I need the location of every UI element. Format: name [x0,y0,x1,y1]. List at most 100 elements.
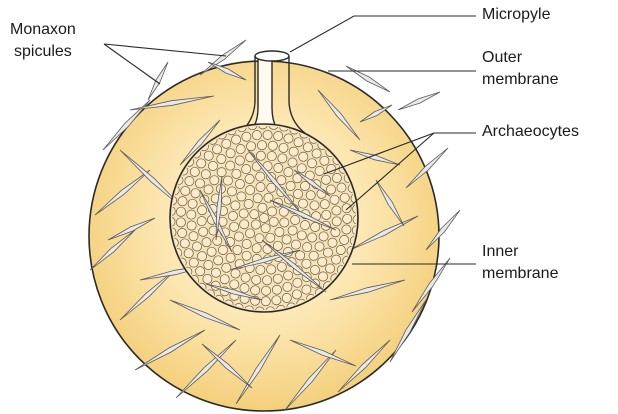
archaeocyte-cell [303,243,312,252]
archaeocyte-cell [256,265,265,274]
label-monaxon-line1: Monaxon [10,19,76,41]
archaeocyte-cell [283,282,292,291]
archaeocyte-cell [242,165,251,174]
archaeocyte-cell [226,149,235,158]
archaeocyte-cell [272,285,281,294]
label-micropyle: Micropyle [482,4,550,26]
archaeocyte-cell [213,236,222,245]
archaeocyte-cell [198,206,207,215]
archaeocyte-cell [297,164,306,173]
label-outer-membrane: Outer membrane [482,47,558,91]
archaeocyte-cell [261,286,270,295]
archaeocyte-cell [274,131,283,140]
archaeocyte-cell [246,186,255,195]
archaeocyte-cell [235,179,244,188]
leader-monaxon-2 [104,44,160,84]
archaeocyte-cell [272,296,281,305]
leader-monaxon-1 [104,44,226,56]
archaeocyte-cell [178,228,187,237]
archaeocyte-cell [277,262,286,271]
archaeocyte-cell [187,210,196,219]
archaeocyte-cell [218,245,227,254]
archaeocyte-cell [189,232,198,241]
archaeocyte-cell [251,286,260,295]
archaeocyte-cell [256,182,265,191]
archaeocyte-cell [318,257,327,266]
archaeocyte-cell [312,149,321,158]
archaeocyte-cell [307,159,316,168]
archaeocyte-cell [202,238,211,247]
archaeocyte-cell [298,199,307,208]
archaeocyte-cell [217,154,226,163]
archaeocyte-cell [256,172,265,181]
archaeocyte-cell [244,199,253,208]
archaeocyte-cell [331,228,340,237]
archaeocyte-cell [252,275,261,284]
archaeocyte-cell [178,197,187,206]
archaeocyte-cell [328,238,337,247]
archaeocyte-cell [289,147,298,156]
archaeocyte-cell [210,176,219,185]
archaeocyte-cell [204,185,213,194]
archaeocyte-cell [232,135,241,144]
archaeocyte-cell [286,181,295,190]
archaeocyte-cell [226,161,235,170]
archaeocyte-cell [240,284,249,293]
archaeocyte-cell [315,166,324,175]
archaeocyte-cell [245,229,254,238]
archaeocyte-cell [292,290,301,299]
archaeocyte-cell [320,156,329,165]
archaeocyte-cell [231,269,240,278]
archaeocyte-cell [310,201,319,210]
archaeocyte-cell [319,272,328,281]
archaeocyte-cell [311,222,320,231]
archaeocyte-cell [319,232,328,241]
archaeocyte-cell [241,273,250,282]
archaeocyte-cell [268,207,277,216]
archaeocyte-cell [230,280,239,289]
archaeocyte-cell [222,196,231,205]
archaeocyte-cell [323,248,332,257]
archaeocyte-cell [299,152,308,161]
label-inner-membrane: Inner membrane [482,241,558,285]
archaeocyte-cell [197,159,206,168]
archaeocyte-cell [275,227,284,236]
archaeocyte-cell [337,183,346,192]
label-micropyle-text: Micropyle [482,4,550,26]
archaeocyte-cell [242,251,251,260]
archaeocyte-cell [269,217,278,226]
archaeocyte-cell [296,251,305,260]
archaeocyte-cell [176,207,185,216]
archaeocyte-cell [236,145,245,154]
archaeocyte-cell [342,225,351,234]
archaeocyte-cell [302,259,311,268]
archaeocyte-cell [191,189,200,198]
leader-micropyle [290,16,476,52]
archaeocyte-cell [197,252,206,261]
archaeocyte-cell [267,152,276,161]
archaeocyte-cell [321,175,330,184]
archaeocyte-cell [284,134,293,143]
archaeocyte-cell [343,214,352,223]
archaeocyte-cell [239,209,248,218]
archaeocyte-cell [203,274,212,283]
archaeocyte-cell [284,168,293,177]
archaeocyte-cell [242,132,251,141]
archaeocyte-cell [211,268,220,277]
archaeocyte-cell [223,176,232,185]
archaeocyte-cell [187,221,196,230]
archaeocyte-cell [242,239,251,248]
archaeocyte-cell [251,220,260,229]
archaeocyte-cell [185,177,194,186]
archaeocyte-cell [228,211,237,220]
archaeocyte-cell [217,168,226,177]
archaeocyte-cell [330,195,339,204]
archaeocyte-cell [293,189,302,198]
archaeocyte-cell [320,200,329,209]
archaeocyte-cell [247,142,256,151]
archaeocyte-cell [342,204,351,213]
archaeocyte-cell [291,215,300,224]
archaeocyte-cell [326,185,335,194]
archaeocyte-cell [297,231,306,240]
archaeocyte-cell [235,156,244,165]
